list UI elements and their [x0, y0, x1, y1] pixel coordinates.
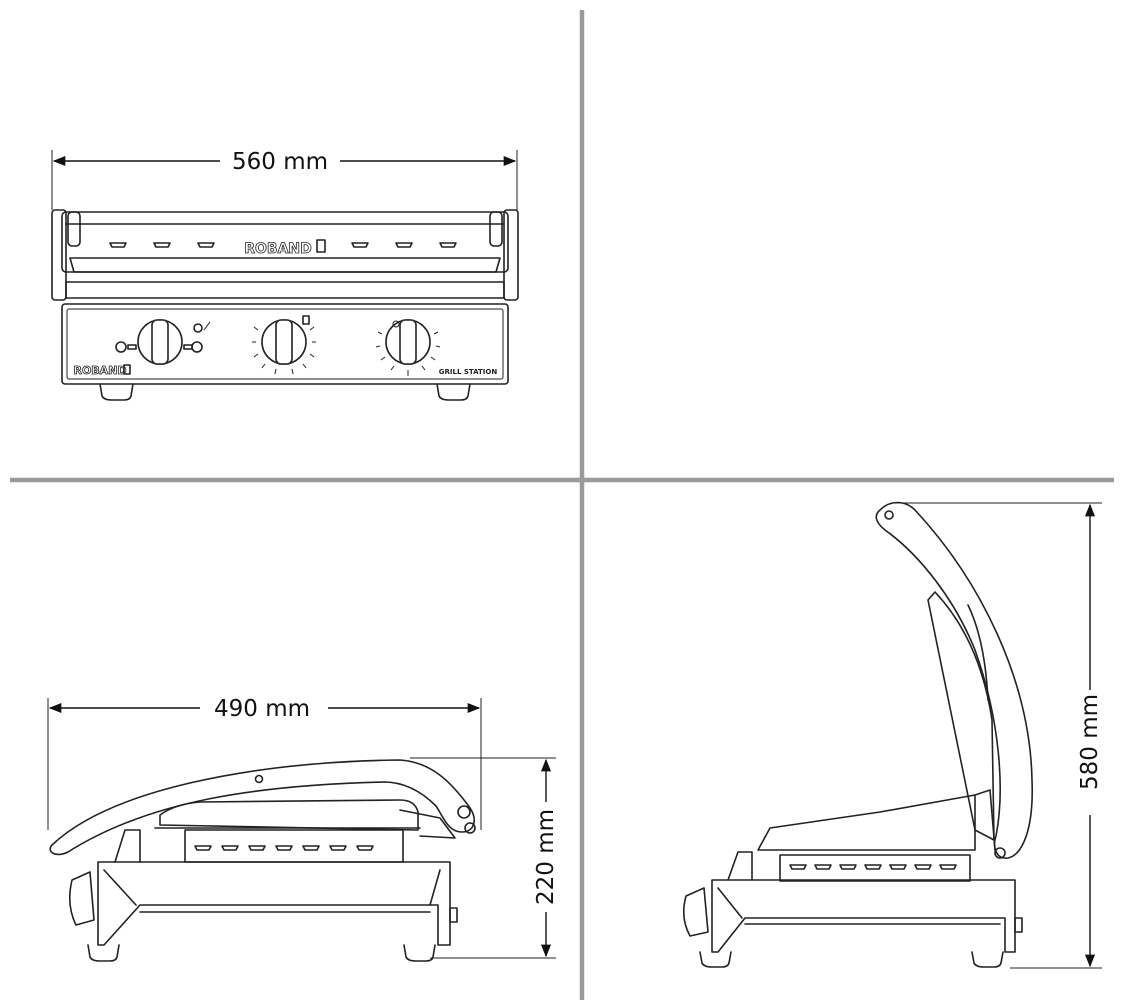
width-dimension: 560 mm — [51, 149, 518, 210]
side-view-closed: 490 mm 220 mm — [47, 696, 559, 962]
front-view: 560 mm ROBAND ROBAND GRILL S — [51, 149, 519, 401]
depth-label: 490 mm — [214, 696, 310, 722]
closed-height-label: 220 mm — [533, 809, 559, 905]
timer-knob — [115, 319, 211, 365]
width-label: 560 mm — [232, 149, 328, 175]
base-brand-logo: ROBAND — [73, 364, 126, 377]
side-view-open: 580 mm — [682, 501, 1103, 969]
temperature-knob — [252, 315, 316, 375]
quadrant-dividers — [10, 10, 1114, 1000]
lid-brand-logo: ROBAND — [244, 241, 312, 257]
open-height-dimension: 580 mm — [895, 502, 1103, 969]
depth-dimension: 490 mm — [47, 696, 482, 830]
open-height-label: 580 mm — [1077, 694, 1103, 790]
control-knob — [375, 319, 441, 376]
model-label: GRILL STATION — [439, 368, 498, 376]
closed-height-dimension: 220 mm — [410, 757, 559, 959]
